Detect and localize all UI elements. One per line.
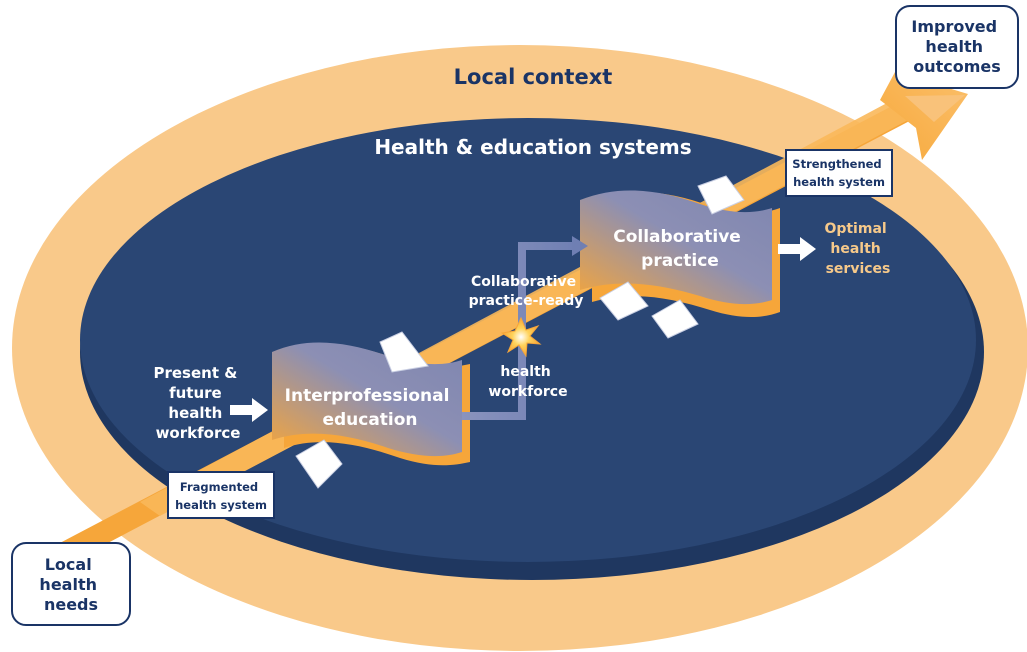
workforce-input-label: Present & future health workforce <box>153 364 242 442</box>
white-arrow-ipe-top <box>379 331 429 373</box>
transition-path-arrowhead <box>572 236 588 256</box>
collaborative-ready-label-top: Collaborative practice-ready <box>469 274 584 309</box>
white-arrow-cp-bottom-left <box>599 281 649 321</box>
svg-text:Local health needs: Local health needs <box>39 555 102 614</box>
white-arrow-cp-bottom-right <box>651 299 699 339</box>
improved-health-outcomes-box: Improved health outcomes <box>895 5 1019 89</box>
local-health-needs-box: Local health needs <box>11 542 131 626</box>
svg-text:Fragmented health system: Fragmented health system <box>175 480 267 512</box>
strengthened-health-system-box: Strengthened health system <box>785 149 893 197</box>
svg-text:Improved health ou: Improved health outcomes <box>911 17 1002 76</box>
interprofessional-education-label: Interprofessional education <box>285 386 456 430</box>
collaborative-practice-ribbon <box>580 190 780 317</box>
interprofessional-education-ribbon <box>272 342 470 466</box>
collaborative-practice-label: Collaborative practice <box>613 227 746 271</box>
workforce-starburst <box>500 316 542 358</box>
optimal-services-label: Optimal health services <box>824 221 891 277</box>
white-arrow-cp-top <box>697 175 745 215</box>
local-context-label: Local context <box>454 65 613 89</box>
health-education-systems-label: Health & education systems <box>374 135 691 159</box>
white-arrow-optimal-services <box>778 237 816 261</box>
collaborative-ready-label-bottom: health workforce <box>488 364 567 400</box>
white-arrow-ipe-bottom <box>295 439 343 489</box>
svg-text:Strengthened health syst: Strengthened health system <box>792 157 885 189</box>
fragmented-health-system-box: Fragmented health system <box>167 471 275 519</box>
white-arrow-workforce-input <box>230 398 268 422</box>
